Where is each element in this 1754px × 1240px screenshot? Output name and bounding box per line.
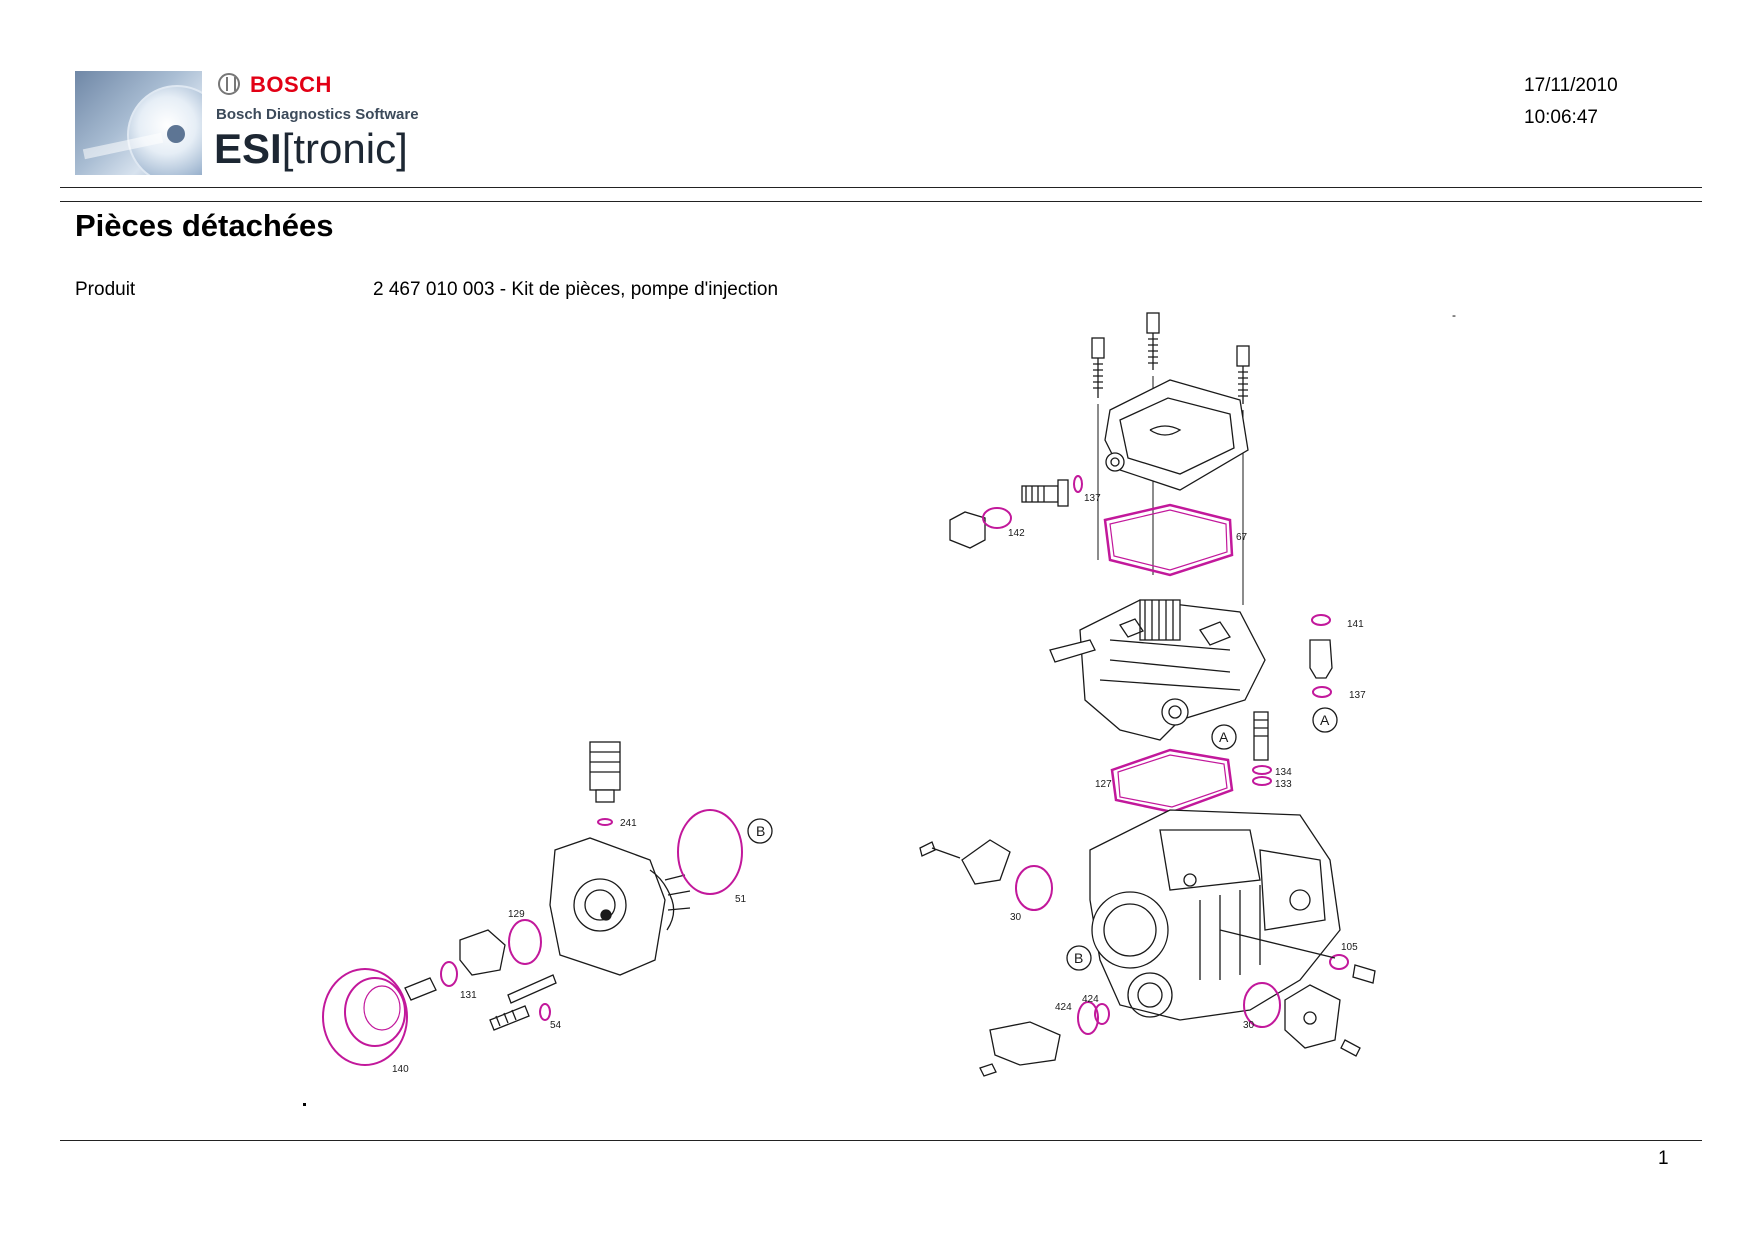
product-value: 2 467 010 003 - Kit de pièces, pompe d'i… (373, 279, 779, 300)
solenoid-424 (979, 1001, 1110, 1077)
page-number: 1 (1658, 1148, 1669, 1169)
callout-140: 140 (392, 1064, 409, 1075)
fitting-137-top (1021, 475, 1083, 507)
callout-137-top: 137 (1084, 493, 1101, 504)
valve-241 (589, 741, 621, 826)
print-date: 17/11/2010 (1524, 75, 1618, 96)
callout-30-left: 30 (1010, 912, 1022, 923)
fitting-141-137 (1309, 614, 1338, 733)
gasket-67 (1103, 503, 1234, 577)
cover-plate-right-30 (1243, 982, 1361, 1057)
callout-105: 105 (1341, 942, 1358, 953)
esitronic-cd-logo (75, 71, 202, 175)
callout-letter-a-right: A (1320, 712, 1330, 728)
callout-137-right: 137 (1349, 690, 1366, 701)
callout-241: 241 (620, 818, 637, 829)
cd-disc-icon (127, 85, 202, 175)
control-unit-housing (1049, 599, 1266, 741)
tronic-part: [tronic] (281, 125, 408, 172)
header-rule-top (60, 187, 1702, 188)
callout-67: 67 (1236, 532, 1248, 543)
callout-424-a: 424 (1055, 1002, 1072, 1013)
header-rule-bottom (60, 201, 1702, 202)
callout-51: 51 (735, 894, 747, 905)
cap-142 (949, 507, 1012, 549)
esitronic-wordmark: ESI[tronic] (214, 128, 408, 170)
stray-dot (303, 1103, 306, 1106)
print-time: 10:06:47 (1524, 107, 1598, 128)
footer-rule (60, 1140, 1702, 1141)
callout-142: 142 (1008, 528, 1025, 539)
plug-129-131 (404, 919, 542, 1001)
top-cover (1104, 379, 1249, 491)
callout-127: 127 (1095, 779, 1112, 790)
gasket-127 (1110, 724, 1237, 814)
bosch-brand: BOSCH (250, 72, 332, 97)
callout-30-right: 30 (1243, 1020, 1255, 1031)
callout-424-b: 424 (1082, 994, 1099, 1005)
callout-129: 129 (508, 909, 525, 920)
callout-letter-b-left: B (756, 823, 765, 839)
screw-54 (489, 974, 557, 1031)
cover-plate-left-30 (919, 839, 1053, 911)
product-label: Produit (75, 279, 136, 300)
o-ring-51 (677, 809, 773, 895)
seal-ring-140 (322, 968, 408, 1066)
distributor-head (549, 837, 691, 976)
esi-part: ESI (214, 125, 282, 172)
screw-105 (1219, 929, 1376, 984)
bosch-armature-icon (218, 73, 240, 95)
valve-134-133 (1252, 711, 1272, 786)
callout-labels: 241 129 131 54 51 140 B 137 142 67 141 1… (392, 493, 1366, 1075)
top-cover-screws (1091, 312, 1250, 605)
callout-141: 141 (1347, 619, 1364, 630)
pump-body (1066, 809, 1341, 1021)
dash-mark: - (1452, 308, 1456, 322)
callout-134: 134 (1275, 767, 1292, 778)
page-title: Pièces détachées (75, 208, 334, 243)
callout-letter-b-right: B (1074, 950, 1083, 966)
software-line: Bosch Diagnostics Software (216, 106, 419, 123)
callout-letter-a-center: A (1219, 729, 1229, 745)
callout-133: 133 (1275, 779, 1292, 790)
callout-54: 54 (550, 1020, 562, 1031)
callout-131: 131 (460, 990, 477, 1001)
